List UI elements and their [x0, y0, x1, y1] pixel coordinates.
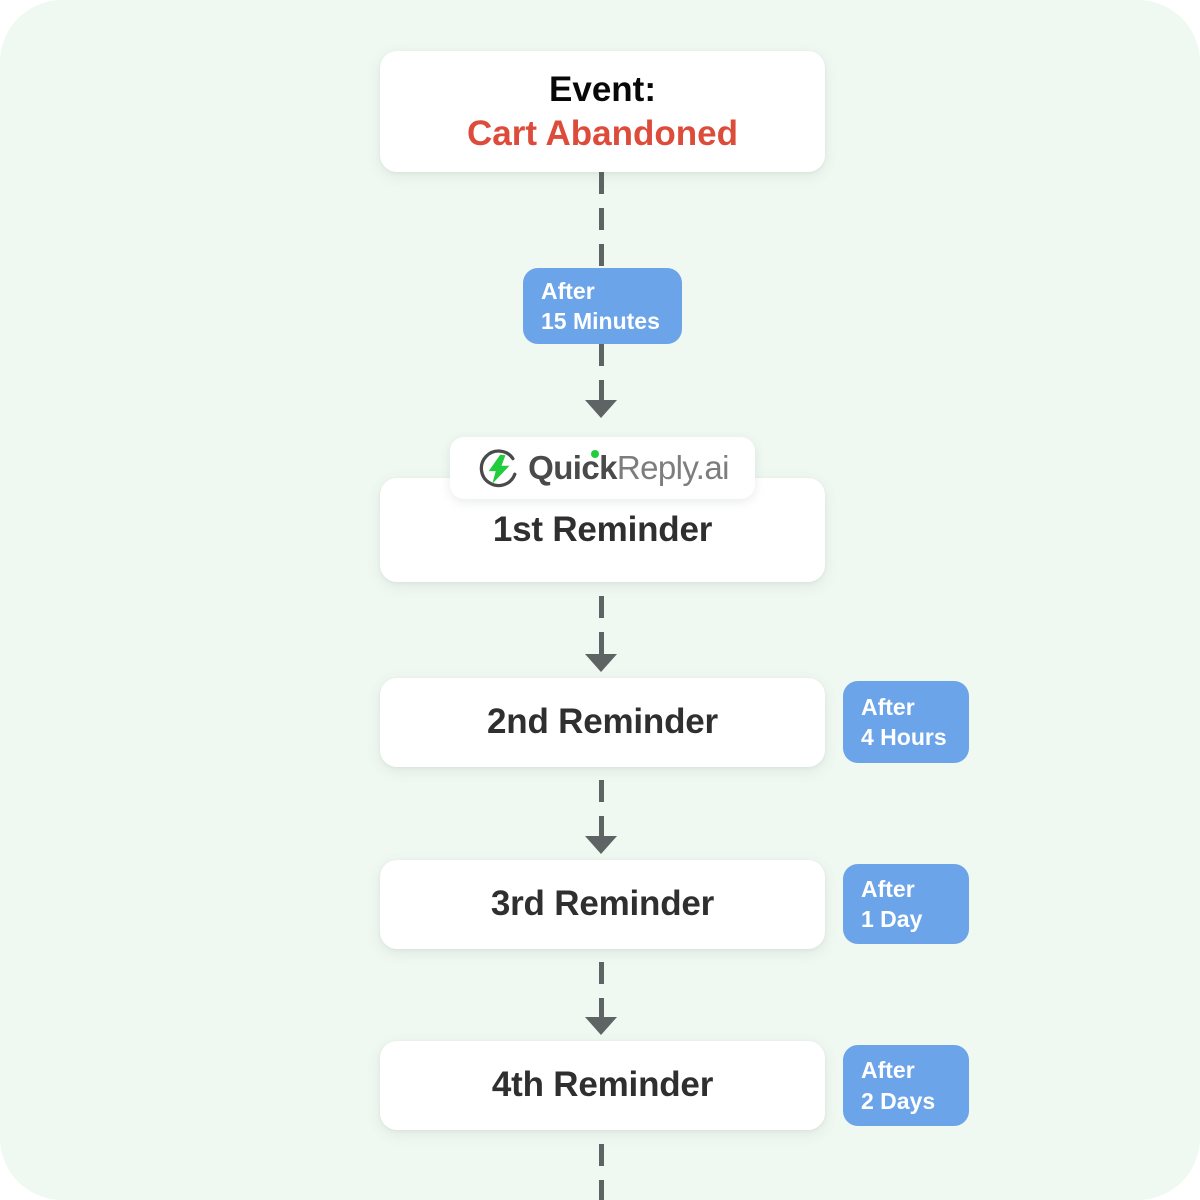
- delay-badge-value: 1 Day: [861, 906, 923, 932]
- connector-first-to-second: [599, 596, 604, 660]
- delay-badge-1-day[interactable]: After 1 Day: [843, 864, 969, 944]
- connector-third-to-fourth: [599, 962, 604, 1020]
- delay-badge-15-minutes[interactable]: After 15 Minutes: [523, 268, 682, 344]
- connector-second-to-third: [599, 780, 604, 840]
- logo-text-reply: Reply.ai: [616, 449, 730, 486]
- delay-badge-value: 4 Hours: [861, 724, 947, 750]
- step-card-2nd-reminder[interactable]: 2nd Reminder: [380, 678, 825, 767]
- delay-badge-prefix: After: [861, 875, 915, 902]
- delay-badge-prefix: After: [861, 693, 915, 720]
- step-card-4th-reminder[interactable]: 4th Reminder: [380, 1041, 825, 1130]
- connector-badge-to-first: [599, 344, 604, 400]
- quickreply-bolt-circle-icon: [479, 449, 517, 488]
- step-title: 1st Reminder: [492, 509, 713, 549]
- arrowhead-to-second-reminder: [585, 654, 617, 672]
- delay-badge-prefix: After: [541, 277, 595, 304]
- quickreply-logo-chip: Quick Reply.ai: [450, 437, 755, 499]
- step-title: 2nd Reminder: [487, 702, 718, 742]
- delay-badge-4-hours[interactable]: After 4 Hours: [843, 681, 969, 763]
- event-card-value: Cart Abandoned: [467, 113, 738, 153]
- delay-badge-value: 2 Days: [861, 1087, 936, 1114]
- arrowhead-to-first-reminder: [585, 400, 617, 418]
- step-card-1st-reminder[interactable]: 1st Reminder: [380, 478, 825, 582]
- delay-badge-prefix: After: [861, 1057, 915, 1084]
- step-title: 4th Reminder: [491, 1065, 714, 1105]
- step-title: 3rd Reminder: [490, 884, 715, 924]
- event-card[interactable]: Event: Cart Abandoned: [380, 51, 825, 172]
- step-card-3rd-reminder[interactable]: 3rd Reminder: [380, 860, 825, 949]
- connector-fourth-trailing: [599, 1144, 604, 1200]
- delay-badge-2-days[interactable]: After 2 Days: [843, 1045, 969, 1126]
- logo-green-dot: [591, 450, 600, 458]
- connector-event-to-first: [599, 172, 604, 268]
- logo-text-quick: Quick: [528, 449, 617, 486]
- arrowhead-to-fourth-reminder: [585, 1017, 617, 1035]
- delay-badge-value: 15 Minutes: [541, 308, 660, 334]
- quickreply-wordmark: Quick Reply.ai: [528, 449, 729, 487]
- event-card-label: Event:: [549, 69, 656, 109]
- arrowhead-to-third-reminder: [585, 836, 617, 854]
